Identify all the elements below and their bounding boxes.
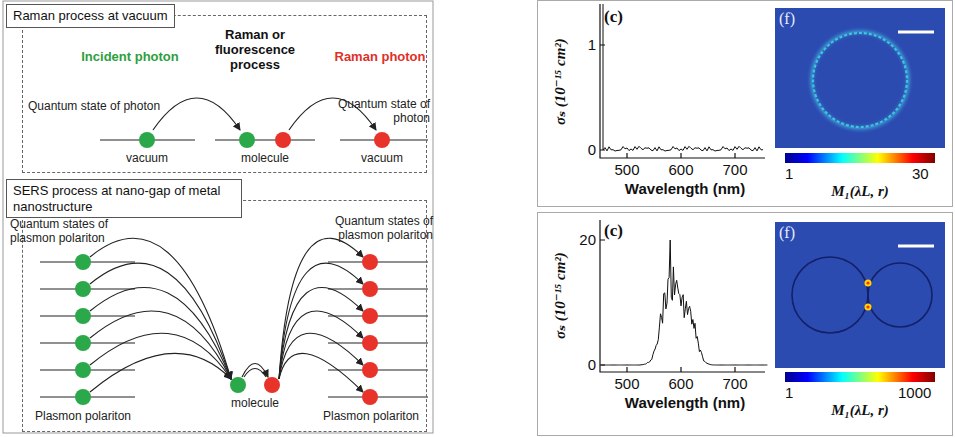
hot-spot [866,281,869,284]
color-bar [785,372,935,382]
panel-label: (c) [604,7,623,27]
state-label: molecule [220,397,290,411]
state-label: Quantum states of plasmon polariton [325,215,433,243]
scale-label: 30 [912,165,929,182]
panel-label: (c) [604,221,623,241]
process-region: Raman process at vacuum [22,15,427,173]
photon-dot [139,132,155,148]
color-bar [785,153,935,163]
hot-spot [865,304,872,311]
scale-label: 1 [785,165,793,182]
axis-title: Wavelength (nm) [605,394,765,411]
field-map-box: (f) [775,8,945,148]
panel-frame [3,1,433,433]
photon-dot [374,132,390,148]
tick-label: 500 [607,161,647,178]
tick-label: 20 [574,231,596,248]
tick-label: 600 [661,161,701,178]
plot-axes [600,4,765,372]
field-map [775,222,945,368]
scale-label: 1000 [898,384,931,401]
hot-spot [865,280,872,287]
molecule-dot [275,132,291,148]
sphere-outline [792,257,868,333]
tick-label: 600 [661,375,701,392]
tick-label: 500 [607,375,647,392]
state-label: vacuum [118,152,176,166]
scale-title: M₁(λL, r) [805,402,915,419]
tick-label: 0 [574,356,596,373]
tick-label: 1 [578,36,596,53]
field-map-box: (f) [775,222,945,368]
process-label: Raman or fluorescence process [195,28,315,73]
state-label: vacuum [353,152,411,166]
axis-title: σₛ (10⁻¹⁵ cm²) [551,253,568,340]
region-heading: SERS process at nano-gap of metal nanost… [6,179,242,218]
tick-label: 700 [715,375,755,392]
field-halo [806,26,914,134]
tick-label: 700 [715,161,755,178]
state-label: Quantum states of plasmon polariton [10,218,120,246]
axis-title: Wavelength (nm) [605,180,765,197]
tick-label: 0 [578,141,596,158]
scale-bar [898,31,934,34]
state-label: Quantum state of photon [318,98,430,126]
scale-label: 1 [785,384,793,401]
sers-scheme [40,238,428,405]
state-label: molecule [235,152,295,166]
state-label: Plasmon polariton [316,410,426,424]
hot-spot [866,305,869,308]
photon-label: Incident photon [70,50,190,65]
sphere-ring [813,33,907,127]
state-label: Quantum state of photon [28,100,160,114]
scale-title: M₁(λL, r) [805,183,915,200]
sphere-outline [868,263,932,327]
scale-bar [898,245,934,248]
region-heading: Raman process at vacuum [6,4,175,28]
panel-label: (f) [779,10,795,28]
field-map [775,8,945,148]
photon-label: Raman photon [330,50,430,65]
state-label: Plasmon polariton [28,410,138,424]
molecule-dot [239,132,255,148]
axis-title: σₛ (10⁻¹⁵ cm²) [551,39,568,126]
spectrum [601,4,767,365]
panel-label: (f) [779,224,795,242]
